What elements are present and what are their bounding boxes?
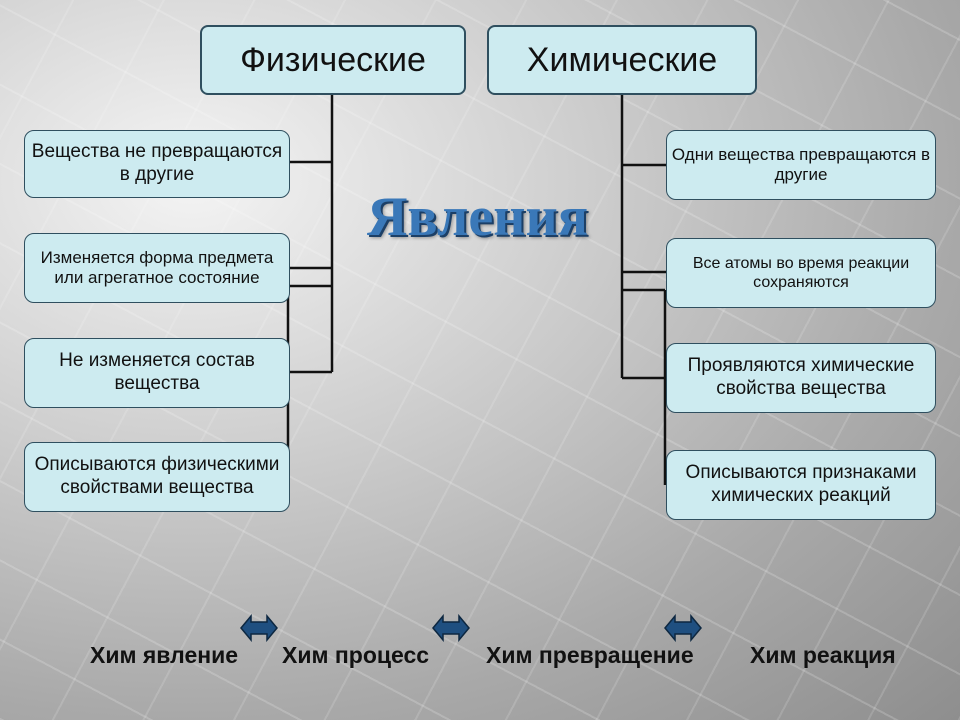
synonym-term: Хим реакция xyxy=(750,642,896,668)
chemical-item-2: Все атомы во время реакции сохраняются xyxy=(666,238,936,308)
synonym-term: Хим процесс xyxy=(282,642,430,668)
physical-item-2: Изменяется форма предмета или агрегатное… xyxy=(24,233,290,303)
double-arrow-icon xyxy=(432,614,470,642)
double-arrow-icon xyxy=(240,614,278,642)
physical-item-3: Не изменяется состав вещества xyxy=(24,338,290,408)
synonym-term: Хим явление xyxy=(90,642,239,668)
chemical-item-1: Одни вещества превращаются в другие xyxy=(666,130,936,200)
chemical-header: Химические xyxy=(487,25,757,95)
physical-item-1: Вещества не превращаются в другие xyxy=(24,130,290,198)
chemical-item-4: Описываются признаками химических реакци… xyxy=(666,450,936,520)
physical-item-4: Описываются физическими свойствами вещес… xyxy=(24,442,290,512)
physical-header: Физические xyxy=(200,25,466,95)
chemical-item-3: Проявляются химические свойства вещества xyxy=(666,343,936,413)
double-arrow-icon xyxy=(664,614,702,642)
synonym-term: Хим превращение xyxy=(486,642,694,668)
diagram-title: Явления xyxy=(366,186,589,248)
